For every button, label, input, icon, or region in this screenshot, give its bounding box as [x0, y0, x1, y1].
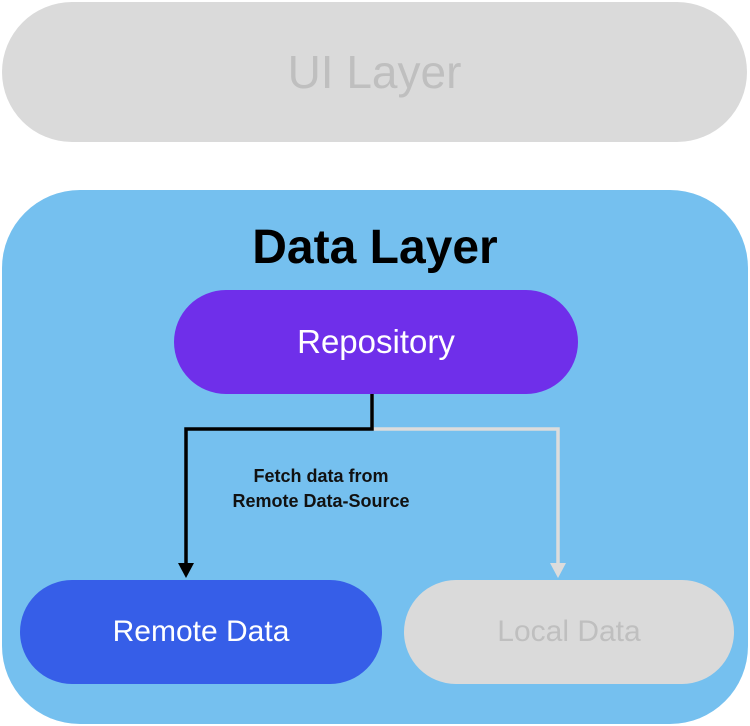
fetch-annotation: Fetch data from Remote Data-Source: [196, 464, 446, 514]
local-data-box: Local Data: [404, 580, 734, 684]
local-data-label: Local Data: [497, 615, 641, 648]
remote-data-arrow: [184, 394, 374, 566]
fetch-annotation-line2: Remote Data-Source: [232, 491, 410, 511]
remote-data-arrowhead: [178, 563, 194, 578]
remote-data-box: Remote Data: [20, 580, 382, 684]
repository-box: Repository: [174, 290, 578, 394]
ui-layer-box: UI Layer: [2, 2, 747, 142]
remote-data-label: Remote Data: [112, 615, 290, 648]
repository-label: Repository: [297, 323, 455, 360]
fetch-annotation-line1: Fetch data from: [253, 466, 389, 486]
local-data-arrowhead: [550, 563, 566, 578]
ui-layer-label: UI Layer: [287, 46, 462, 98]
data-layer-title: Data Layer: [252, 221, 498, 274]
